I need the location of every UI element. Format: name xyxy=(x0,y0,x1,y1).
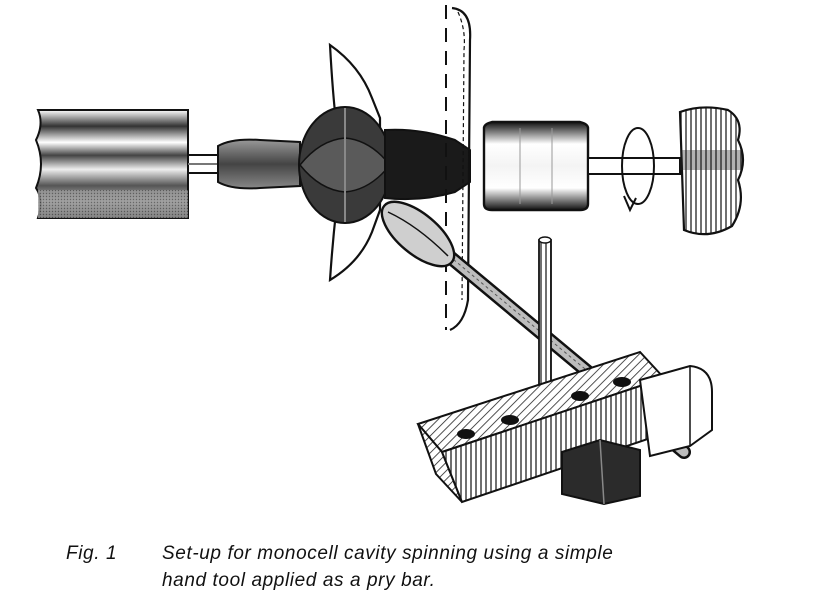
rotation-arrow xyxy=(621,127,655,213)
handwheel xyxy=(678,106,745,236)
spinning-setup-diagram xyxy=(34,5,745,506)
tailstock-roller xyxy=(482,120,681,212)
tool-rest xyxy=(416,350,682,504)
caption-line-2: hand tool applied as a pry bar. xyxy=(162,570,436,591)
caption-line-1: Set-up for monocell cavity spinning usin… xyxy=(162,543,614,564)
sheet-blank xyxy=(445,5,472,332)
caption-text: Set-up for monocell cavity spinning usin… xyxy=(162,540,802,594)
spindle-head xyxy=(34,109,189,219)
drive-shaft xyxy=(187,138,301,190)
cavity-mandrel xyxy=(298,42,471,283)
support-post xyxy=(561,364,713,506)
figure-label: Fig. 1 xyxy=(66,543,118,564)
